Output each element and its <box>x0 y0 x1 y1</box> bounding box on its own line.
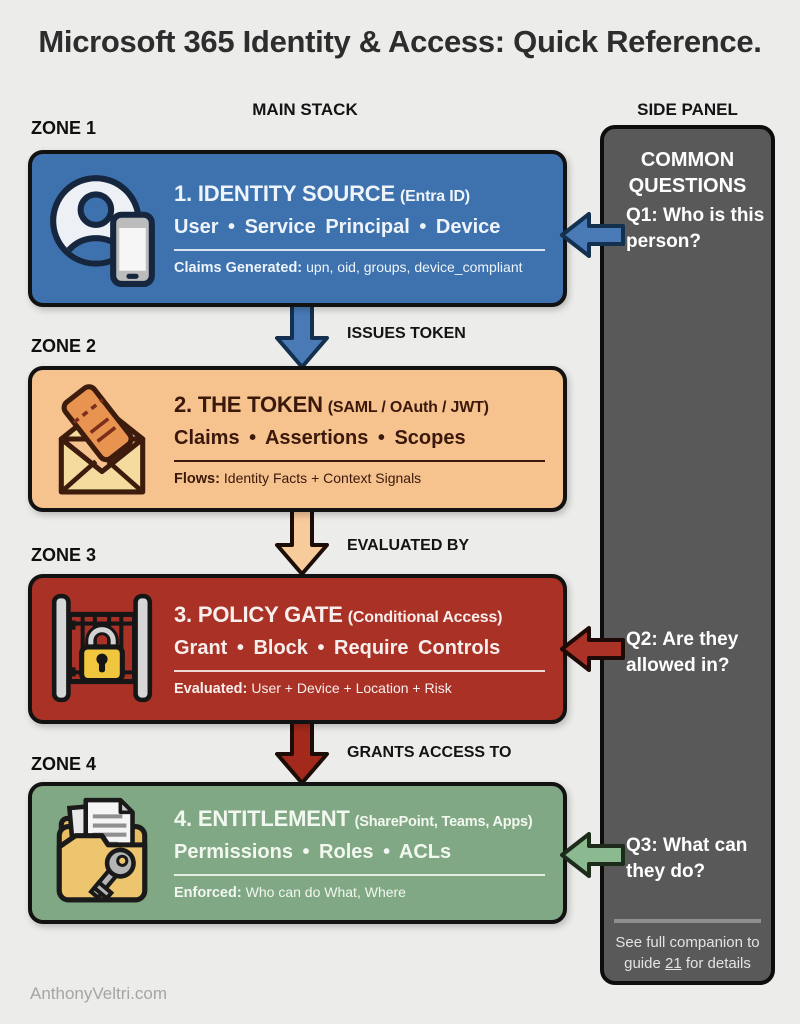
envelope-ticket-icon <box>46 379 158 499</box>
zone-4-entitlement-box: 4. ENTITLEMENT(SharePoint, Teams, Apps) … <box>28 782 567 924</box>
zone-4-label: ZONE 4 <box>31 754 97 774</box>
user-with-phone-icon <box>46 169 158 289</box>
flow-label-evaluated-by: EVALUATED BY <box>347 537 470 554</box>
page-title: Microsoft 365 Identity & Access: Quick R… <box>38 24 762 59</box>
panel-footer: See full companion to guide 21 for detai… <box>615 934 760 972</box>
zone-2-heading: 2. THE TOKEN(SAML / OAuth / JWT) <box>174 391 489 417</box>
question-q2: Q2: Are they allowed in? <box>626 629 739 676</box>
site-watermark: AnthonyVeltri.com <box>30 984 168 1003</box>
zone-4-items: Permissions • Roles • ACLs <box>174 840 452 863</box>
zone-3-label: ZONE 3 <box>31 545 97 565</box>
question-q3: Q3: What can they do? <box>626 835 748 882</box>
zone-3-heading: 3. POLICY GATE(Conditional Access) <box>174 601 503 627</box>
zone-2-content: 2. THE TOKEN(SAML / OAuth / JWT) Claims … <box>164 392 549 487</box>
left-arrow-q2-icon <box>557 622 625 676</box>
common-questions-panel: COMMON QUESTIONS Q1: Who is this person?… <box>600 125 775 985</box>
zone-3-divider <box>174 669 546 672</box>
zone-1-divider <box>174 249 546 251</box>
zone-2-label: ZONE 2 <box>31 336 97 356</box>
zone-1-identity-source-box: 1. IDENTITY SOURCE(Entra ID) User • Serv… <box>28 150 567 307</box>
zone-1-detail: Claims Generated:upn, oid, groups, devic… <box>174 259 523 276</box>
zone-4-heading: 4. ENTITLEMENT(SharePoint, Teams, Apps) <box>174 805 533 831</box>
left-arrow-q1-icon <box>557 208 625 262</box>
zone-4-detail: Enforced:Who can do What, Where <box>174 883 406 901</box>
main-stack-header: MAIN STACK <box>252 100 358 119</box>
guide-link[interactable]: 21 <box>664 955 682 972</box>
zone-1-heading: 1. IDENTITY SOURCE(Entra ID) <box>174 181 470 206</box>
zone-1-label: ZONE 1 <box>31 118 97 138</box>
gate-padlock-icon <box>46 589 158 709</box>
zone-2-token-box: 2. THE TOKEN(SAML / OAuth / JWT) Claims … <box>28 366 567 512</box>
zone-1-items: User • Service Principal • Device <box>174 216 501 238</box>
zone-3-detail: Evaluated:User + Device + Location + Ris… <box>174 679 452 697</box>
zone-1-content: 1. IDENTITY SOURCE(Entra ID) User • Serv… <box>164 181 549 276</box>
zone-2-divider <box>174 459 546 462</box>
zone-4-divider <box>174 873 546 876</box>
down-arrow-grants-access-icon <box>272 716 332 786</box>
flow-label-issues-token: ISSUES TOKEN <box>347 325 466 342</box>
down-arrow-evaluated-by-icon <box>272 507 332 577</box>
zone-2-detail: Flows:Identity Facts + Context Signals <box>174 469 422 487</box>
down-arrow-issues-token-icon <box>272 300 332 370</box>
flow-label-grants-access-to: GRANTS ACCESS TO <box>347 744 512 761</box>
zone-3-policy-gate-box: 3. POLICY GATE(Conditional Access) Grant… <box>28 574 567 724</box>
zone-3-items: Grant • Block • Require Controls <box>174 636 501 659</box>
zone-4-content: 4. ENTITLEMENT(SharePoint, Teams, Apps) … <box>164 806 549 901</box>
folder-key-icon <box>46 793 158 913</box>
panel-title: COMMON QUESTIONS <box>628 149 747 197</box>
question-q1: Q1: Who is this person? <box>626 205 765 252</box>
left-arrow-q3-icon <box>557 828 625 882</box>
zone-2-items: Claims • Assertions • Scopes <box>174 426 466 449</box>
side-panel-header: SIDE PANEL <box>637 100 738 119</box>
zone-3-content: 3. POLICY GATE(Conditional Access) Grant… <box>164 602 549 697</box>
panel-divider <box>614 919 761 923</box>
